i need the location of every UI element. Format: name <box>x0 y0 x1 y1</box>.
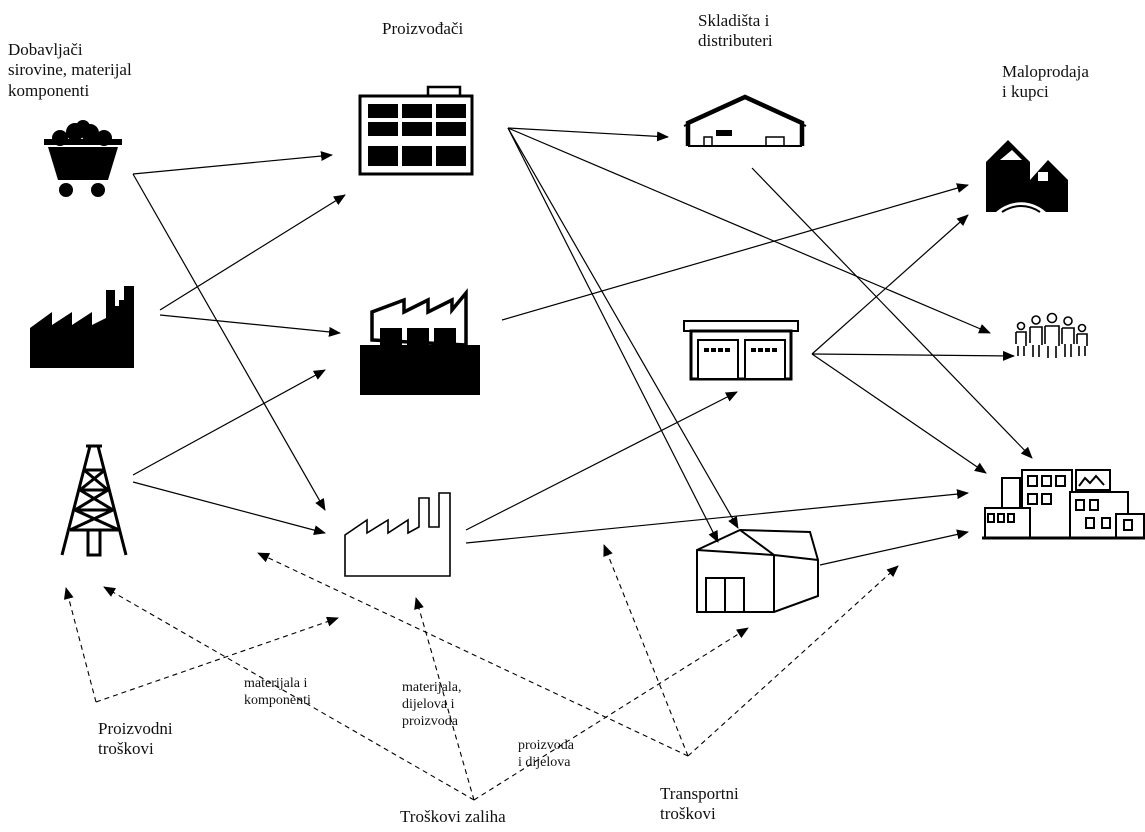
cost-flows <box>63 544 899 801</box>
retail-label: Maloprodaja i kupci <box>1002 62 1089 102</box>
warehouse-icon <box>683 94 807 147</box>
factory-outline-icon <box>344 492 451 577</box>
office-building-icon <box>358 85 474 176</box>
factory-icon <box>360 288 480 395</box>
coal-cart-icon <box>44 120 122 197</box>
material-flows <box>132 127 1033 566</box>
producers-label: Proizvođači <box>382 19 464 38</box>
houses-icon <box>986 140 1068 213</box>
people-icon <box>1015 312 1088 358</box>
materials-components-note: materijala i komponenti <box>244 676 311 708</box>
storage-building-icon <box>696 528 819 613</box>
inventory-costs-label: Troškovi zaliha <box>400 807 506 826</box>
warehouses-label: Skladišta i distributeri <box>698 11 773 51</box>
transport-costs-label: Transportni troškovi <box>660 784 739 824</box>
suppliers-label: Dobavljači sirovine, materijal komponent… <box>8 40 132 100</box>
products-parts-note: proizvoda i dijelova <box>518 738 574 770</box>
factory-silhouette-icon <box>30 286 134 368</box>
store-buildings-icon <box>982 469 1145 540</box>
oil-derrick-icon <box>60 444 128 557</box>
materials-parts-products-note: materijala, dijelova i proizvoda <box>402 680 462 729</box>
garage-icon <box>683 320 799 381</box>
production-costs-label: Proizvodni troškovi <box>98 719 173 759</box>
